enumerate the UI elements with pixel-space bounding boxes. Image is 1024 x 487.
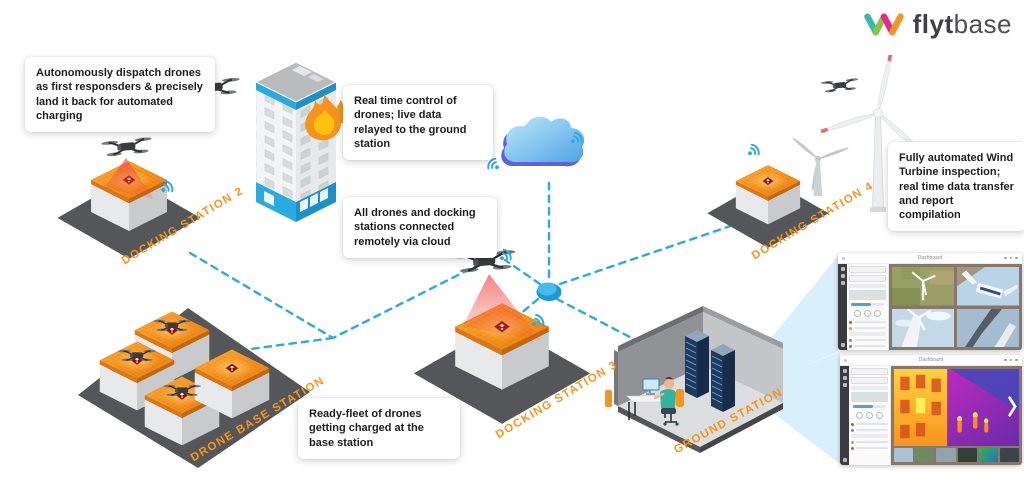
callout-realtime-control: Real time control of drones; live data r… <box>343 85 493 161</box>
window-dot-icon <box>842 256 845 260</box>
titlebar-icons <box>1004 358 1018 362</box>
callout-turbine-inspection: Fully automated Wind Turbine inspection;… <box>888 142 1024 232</box>
titlebar-icons <box>1004 256 1018 260</box>
dashboard-nav-rail <box>838 264 847 350</box>
photo-nacelle-closeup <box>957 267 1019 306</box>
photo-blade-closeup <box>957 308 1019 347</box>
wind-turbine-shadow <box>792 137 849 197</box>
thermal-view <box>891 366 1022 465</box>
wind-turbine <box>792 55 924 212</box>
dashboard-window-visual: Dashboard <box>838 253 1022 350</box>
thermal-image <box>894 369 1019 446</box>
dashboard-title: Dashboard <box>918 357 944 363</box>
cloud-icon <box>501 116 585 167</box>
dashboard-window-thermal: Dashboard <box>840 355 1022 465</box>
carousel-next-icon <box>1008 396 1017 417</box>
dashboard-titlebar: Dashboard <box>838 253 1022 264</box>
server-rack <box>685 330 709 398</box>
callout-cloud-connect: All drones and docking stations connecte… <box>343 197 497 258</box>
callout-ready-fleet: Ready-fleet of drones getting charged at… <box>298 398 460 459</box>
logo-word-light: base <box>953 8 1012 39</box>
flytbase-logo-mark <box>863 13 904 36</box>
dashboard-nav-rail <box>840 366 849 465</box>
drone-base-station <box>78 308 310 468</box>
logo-word-bold: flyt <box>912 8 954 39</box>
ground-station-room <box>605 306 783 453</box>
building-on-fire <box>254 61 348 222</box>
dashboard-title: Dashboard <box>917 255 943 261</box>
thermal-person-blobs <box>957 412 989 433</box>
photo-aerial-turbine <box>892 267 954 306</box>
dashboard-side-panel <box>849 366 891 465</box>
window-dot-icon <box>844 358 847 362</box>
operator-at-desk <box>605 377 684 426</box>
dashboard-side-panel <box>847 264 889 350</box>
flytbase-logo: flytbase <box>862 8 1012 40</box>
dashboard-titlebar: Dashboard <box>840 355 1022 366</box>
drone-beam-2 <box>104 158 154 199</box>
callout-dispatch: Autonomously dispatch drones as first re… <box>25 57 215 133</box>
turbine-photo-grid <box>889 264 1022 350</box>
server-rack <box>711 344 735 412</box>
drone-beam-3 <box>463 274 541 341</box>
thumbnail-strip <box>894 448 1020 462</box>
photo-tower-from-below <box>892 308 954 347</box>
